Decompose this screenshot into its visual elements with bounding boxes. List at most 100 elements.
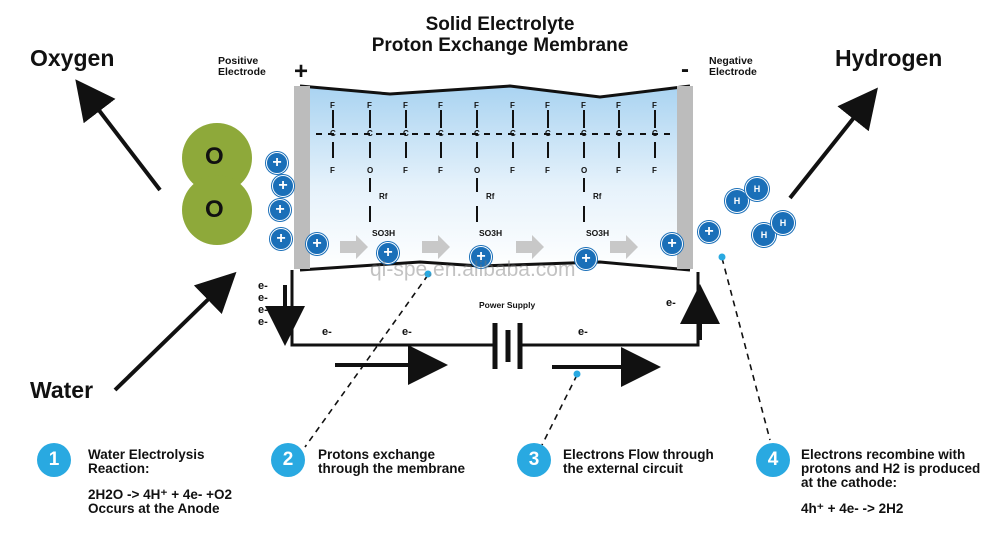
step-4-line-1: Electrons recombine with (801, 447, 966, 462)
electron-5: e- (322, 326, 332, 338)
positive-electrode-label: Positive Electrode (218, 56, 266, 78)
step-1-line-1: Water Electrolysis (88, 447, 205, 462)
step-4-line-4: 4h⁺ + 4e- -> 2H2 (801, 501, 904, 516)
water-arrow (113, 271, 237, 392)
so3h-group-1: SO3H (372, 228, 396, 238)
step-1-badge: 1 (37, 443, 71, 477)
carbon-4: C (438, 129, 444, 138)
title-line-2: Proton Exchange Membrane (371, 35, 629, 56)
step-3-line-1: Electrons Flow through (563, 447, 714, 462)
hydrogen-label: Hydrogen (835, 45, 943, 71)
carbon-10: C (652, 129, 658, 138)
positive-electrode (294, 86, 310, 269)
proton-2: + (272, 175, 294, 197)
positive-electrode-label-2: Electrode (218, 66, 266, 78)
rf-group-3: Rf (593, 192, 602, 201)
fluorine-bottom-7: F (545, 166, 550, 175)
negative-electrode-label: Negative Electrode (709, 56, 757, 78)
oxygen-atom-top (182, 123, 252, 193)
step-3-line-2: the external circuit (563, 461, 684, 476)
fluorine-top-9: F (616, 101, 621, 110)
carbon-7: C (545, 129, 551, 138)
step-3-badge: 3 (517, 443, 551, 477)
carbon-2: C (367, 129, 373, 138)
negative-electrode-label-2: Electrode (709, 66, 757, 78)
step-1-line-4: Occurs at the Anode (88, 501, 220, 516)
step-1-line-3: 2H2O -> 4H⁺ + 4e- +O2 (88, 487, 233, 502)
carbon-6: C (510, 129, 516, 138)
proton-6: + (377, 242, 399, 264)
leader-dot-3 (573, 370, 581, 378)
proton-7: + (470, 246, 492, 268)
step-4-badge: 4 (756, 443, 790, 477)
oxygen-5: O (474, 166, 481, 175)
negative-electrode-label-1: Negative (709, 55, 753, 67)
electron-4: e- (258, 316, 268, 328)
carbon-3: C (403, 129, 409, 138)
step-3-text: Electrons Flow through the external circ… (563, 448, 714, 476)
step-4-text: Electrons recombine with protons and H2 … (801, 448, 980, 516)
hydrogen-arrow (788, 87, 878, 200)
watermark: ql-spe.en.alibaba.com (370, 258, 576, 281)
step-1-line-2: Reaction: (88, 461, 150, 476)
oxygen-arrow (75, 79, 162, 192)
leader-dot-4 (718, 253, 726, 261)
electron-6: e- (402, 326, 412, 338)
oxygen-8: O (581, 166, 588, 175)
electron-7: e- (578, 326, 588, 338)
step-4-line-2: protons and H2 is produced (801, 461, 981, 476)
carbon-5: C (474, 129, 480, 138)
fluorine-top-3: F (403, 101, 408, 110)
proton-5: + (306, 233, 328, 255)
electron-1: e- (258, 280, 268, 292)
hydrogen-atom-4: H (771, 211, 795, 235)
fluorine-top-1: F (330, 101, 335, 110)
proton-3: + (269, 199, 291, 221)
fluorine-bottom-10: F (652, 166, 657, 175)
oxygen-atom-top-label: O (205, 143, 224, 170)
fluorine-top-6: F (510, 101, 515, 110)
oxygen-label: Oxygen (30, 45, 115, 71)
carbon-8: C (581, 129, 587, 138)
proton-10: + (698, 221, 720, 243)
minus-sign: - (681, 56, 689, 83)
leader-dot-2 (424, 270, 432, 278)
membrane (300, 86, 690, 270)
plus-sign: + (294, 58, 309, 85)
hydrogen-atom-2: H (745, 177, 769, 201)
proton-4: + (270, 228, 292, 250)
oxygen-atom-bottom (182, 175, 252, 245)
electron-8: e- (666, 297, 676, 309)
electron-2: e- (258, 292, 268, 304)
fluorine-top-8: F (581, 101, 586, 110)
fluorine-bottom-1: F (330, 166, 335, 175)
so3h-group-2: SO3H (479, 228, 503, 238)
carbon-1: C (330, 129, 336, 138)
power-supply-symbol (492, 323, 523, 369)
fluorine-bottom-9: F (616, 166, 621, 175)
electron-3: e- (258, 304, 268, 316)
page-title: Solid Electrolyte Proton Exchange Membra… (0, 14, 1000, 56)
power-supply-label: Power Supply (479, 300, 536, 310)
step-2-line-2: through the membrane (318, 461, 466, 476)
so3h-group-3: SO3H (586, 228, 610, 238)
fluorine-top-7: F (545, 101, 550, 110)
rf-group-2: Rf (486, 192, 495, 201)
step-1-text: Water Electrolysis Reaction: 2H2O -> 4H⁺… (88, 448, 232, 516)
title-line-1: Solid Electrolyte (425, 14, 575, 35)
fluorine-top-4: F (438, 101, 443, 110)
carbon-9: C (616, 129, 622, 138)
fluorine-bottom-4: F (438, 166, 443, 175)
proton-1: + (266, 152, 288, 174)
negative-electrode (677, 86, 693, 269)
proton-9: + (661, 233, 683, 255)
leader-lines (304, 257, 771, 448)
oxygen-2: O (367, 166, 374, 175)
step-2-text: Protons exchange through the membrane (318, 448, 465, 476)
fluorine-bottom-6: F (510, 166, 515, 175)
step-2-line-1: Protons exchange (318, 447, 436, 462)
membrane-top-edge (299, 84, 691, 99)
oxygen-atom-bottom-label: O (205, 196, 224, 223)
proton-flow-arrows (340, 235, 638, 259)
